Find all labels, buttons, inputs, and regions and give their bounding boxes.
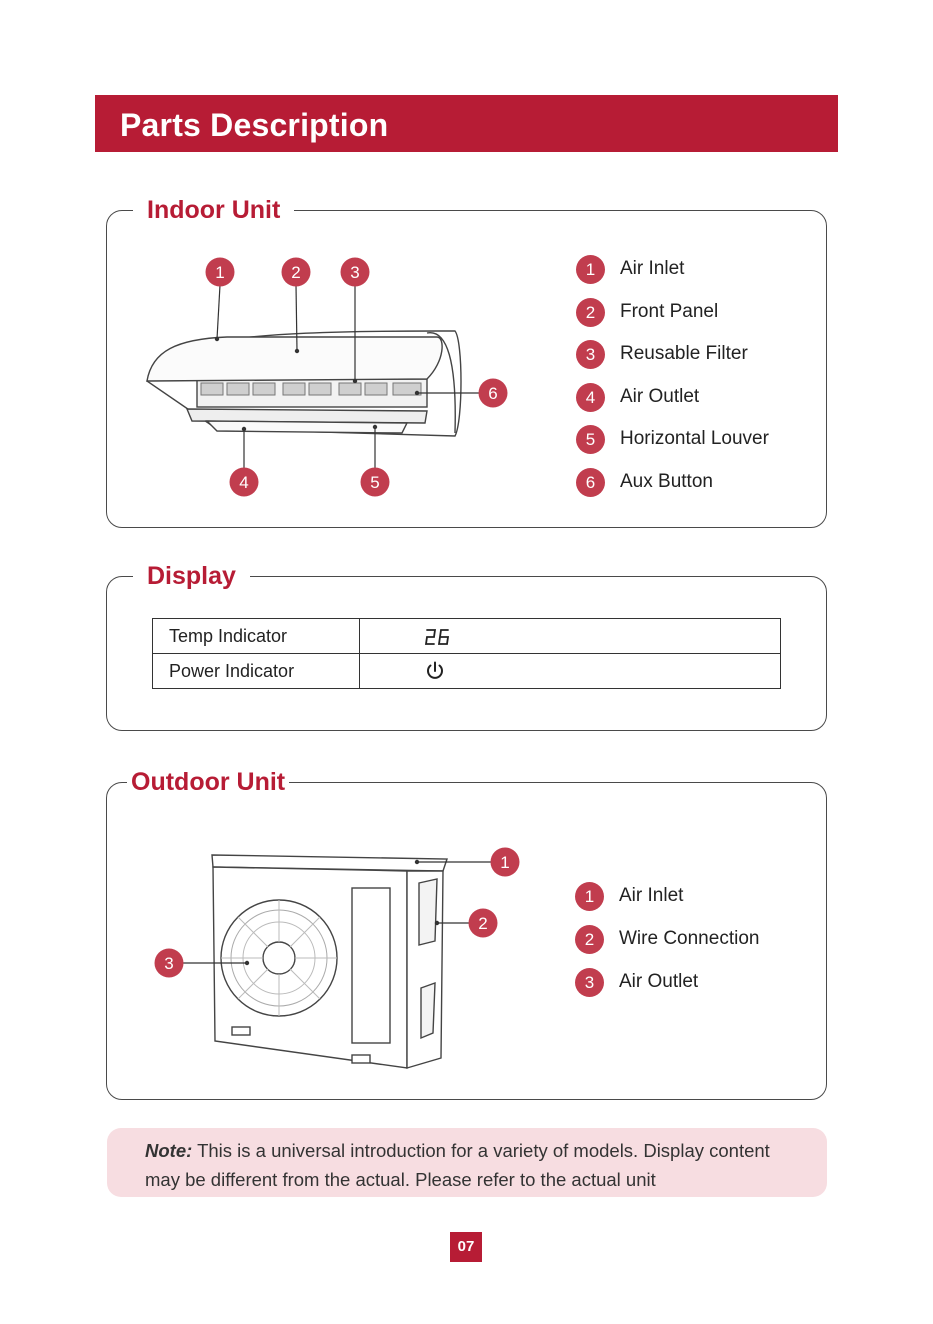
legend-label: Wire Connection [619, 928, 760, 949]
legend-number: 4 [576, 383, 605, 412]
outdoor-callout-2: 2 [478, 914, 487, 933]
legend-number: 1 [575, 882, 604, 911]
indoor-unit-title: Indoor Unit [133, 195, 295, 225]
legend-number: 6 [576, 468, 605, 497]
indoor-callout-2: 2 [291, 263, 300, 282]
indoor-callout-3: 3 [350, 263, 359, 282]
legend-label: Reusable Filter [620, 343, 748, 364]
table-cell-label: Power Indicator [152, 653, 360, 689]
indoor-unit-illustration [146, 330, 462, 437]
legend-number: 3 [576, 340, 605, 369]
legend-label: Air Inlet [620, 258, 685, 279]
legend-number: 1 [576, 255, 605, 284]
legend-label: Air Inlet [619, 885, 684, 906]
display-section: Display Temp Indicator 26 Power Indicato… [106, 561, 827, 731]
note-text: This is a universal introduction for a v… [145, 1140, 770, 1190]
legend-label: Air Outlet [619, 971, 699, 992]
note-prefix: Note: [145, 1140, 193, 1161]
display-title: Display [133, 561, 250, 591]
table-row: Power Indicator [152, 653, 781, 689]
legend-label: Aux Button [620, 471, 713, 492]
indoor-unit-section: Indoor Unit [106, 195, 827, 528]
page-title: Parts Description [120, 107, 389, 143]
table-cell-label: Temp Indicator [152, 618, 360, 654]
table-row: Temp Indicator 26 [152, 618, 781, 654]
table-cell-symbol [359, 653, 781, 689]
legend-label: Horizontal Louver [620, 428, 769, 449]
outdoor-unit-diagram: 1 2 3 [154, 847, 520, 1069]
indoor-callout-1: 1 [215, 263, 224, 282]
display-table: Temp Indicator 26 Power Indicator [152, 618, 781, 689]
table-cell-symbol: 26 [359, 618, 781, 654]
outdoor-callout-3: 3 [164, 954, 173, 973]
indoor-unit-diagram: 1 2 3 4 5 6 [146, 257, 508, 497]
legend-label: Front Panel [620, 301, 719, 322]
indoor-callout-6: 6 [488, 384, 497, 403]
seven-segment-digits-icon [424, 628, 450, 645]
outdoor-unit-title: Outdoor Unit [127, 767, 290, 797]
page-number: 07 [450, 1232, 482, 1262]
indoor-callout-5: 5 [370, 473, 379, 492]
power-icon [427, 661, 443, 679]
legend-number: 2 [576, 298, 605, 327]
legend-number: 2 [575, 925, 604, 954]
outdoor-unit-section: Outdoor Unit [106, 767, 827, 1100]
indoor-callout-4: 4 [239, 473, 248, 492]
header-banner: Parts Description [95, 95, 838, 152]
outdoor-unit-illustration [211, 854, 448, 1069]
note-box: Note: This is a universal introduction f… [107, 1128, 827, 1197]
legend-number: 5 [576, 425, 605, 454]
outdoor-callout-1: 1 [500, 853, 509, 872]
legend-label: Air Outlet [620, 386, 700, 407]
legend-number: 3 [575, 968, 604, 997]
